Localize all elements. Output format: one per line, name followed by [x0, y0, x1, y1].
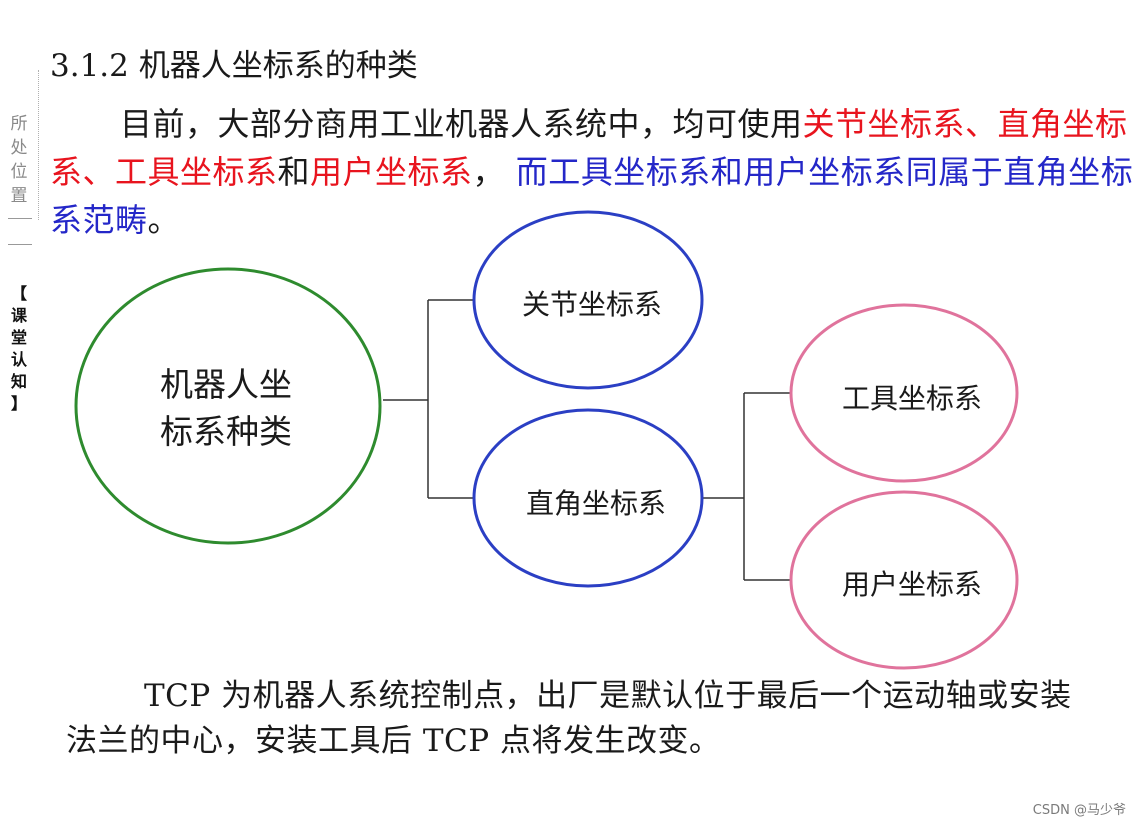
source-watermark: CSDN @马少爷: [1032, 803, 1126, 818]
tool-coordinate-node: [789, 303, 1019, 483]
sidebar-divider: [8, 244, 32, 245]
para-text: 和: [277, 153, 311, 191]
user-coordinate-node: [789, 490, 1019, 670]
sidebar-location-label: 所 处 位 置: [10, 114, 28, 206]
root-node-label-line1: 机器人坐: [160, 365, 292, 404]
user-coordinate-label: 用户坐标系: [842, 568, 982, 601]
para-text: 。: [147, 201, 181, 239]
sidebar-divider: [8, 218, 32, 219]
joint-coordinate-label: 关节坐标系: [522, 288, 662, 321]
tcp-paragraph: TCP 为机器人系统控制点，出厂是默认位于最后一个运动轴或安装法兰的中心，安装工…: [66, 678, 1072, 759]
root-node-circle: [74, 267, 382, 545]
section-heading: 3.1.2 机器人坐标系的种类: [50, 48, 418, 84]
para-text: ，: [472, 153, 506, 191]
highlight-red-coordinate-systems: 关节坐标系、直角坐标系、工具坐标系: [50, 105, 1128, 191]
joint-coordinate-node: [472, 210, 704, 390]
tool-coordinate-label: 工具坐标系: [842, 382, 982, 415]
cartesian-coordinate-node: [472, 408, 704, 588]
root-node-label-line2: 标系种类: [160, 412, 292, 451]
highlight-blue-statement: 而工具坐标系和用户坐标系同属于直角坐标系范畴: [50, 153, 1134, 239]
intro-paragraph: 目前，大部分商用工业机器人系统中，均可使用关节坐标系、直角坐标系、工具坐标系和用…: [50, 100, 1135, 244]
tree-connectors: [383, 299, 790, 581]
margin-dotted-line: [38, 70, 39, 220]
cartesian-coordinate-label: 直角坐标系: [526, 487, 666, 520]
highlight-red-user-coordinate: 用户坐标系: [310, 153, 473, 191]
para-text: 目前，大部分商用工业机器人系统中，均可使用: [120, 105, 803, 143]
sidebar-section-label: 【 课 堂 认 知 】: [10, 284, 27, 413]
